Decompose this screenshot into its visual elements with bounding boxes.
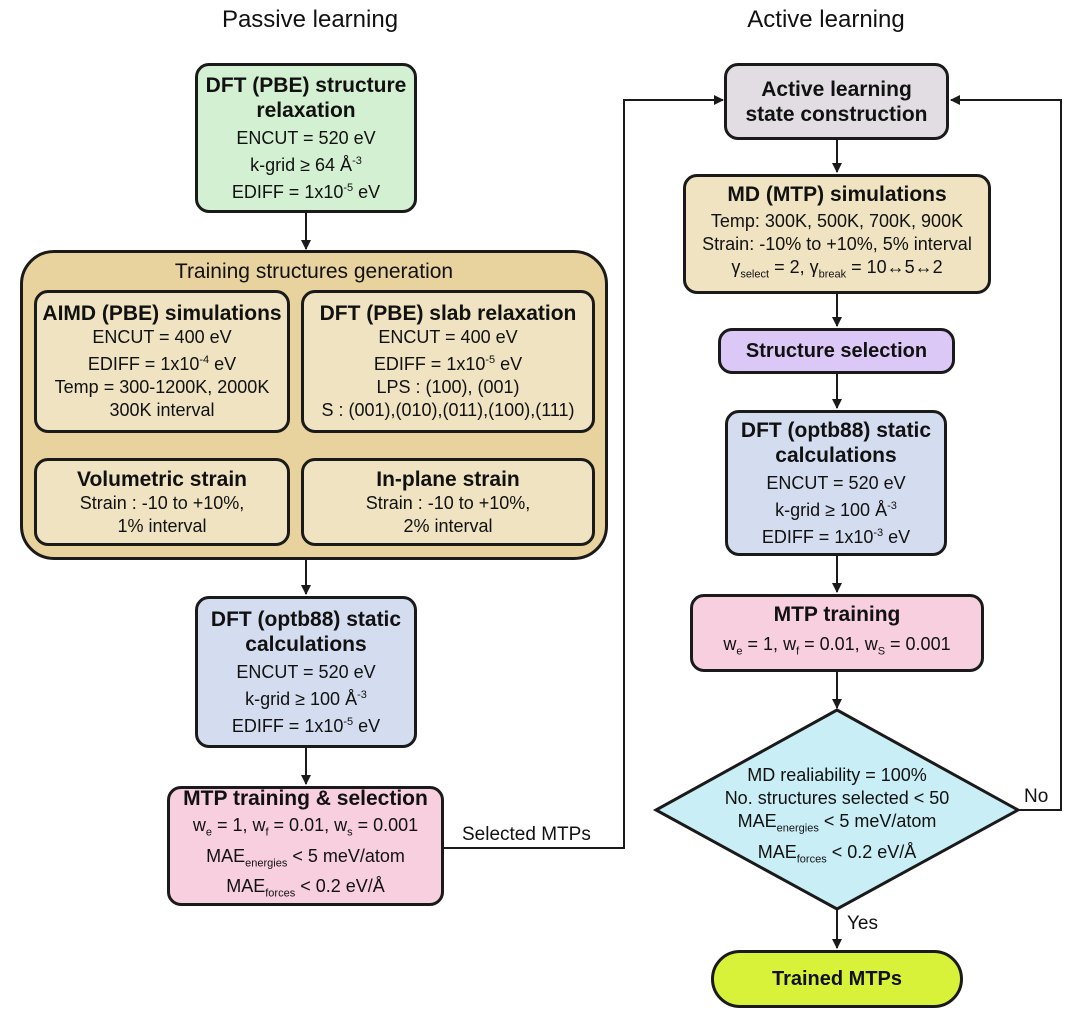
mtp-sel-weights: we = 1, wf = 0.01, ws = 0.001 xyxy=(192,815,419,839)
active-static-kgrid: k-grid ≥ 100 Å-3 xyxy=(775,499,897,520)
mtp-sel-mae-forces: MAEforces < 0.2 eV/Å xyxy=(226,876,385,900)
yes-label: Yes xyxy=(847,913,878,934)
aimd-ediff: EDIFF = 1x10-4 eV xyxy=(87,354,237,374)
mtp-sel-mae-energies: MAEenergies < 5 meV/atom xyxy=(206,845,405,870)
relax-ediff: EDIFF = 1x10-5 eV xyxy=(231,181,381,202)
aimd-temp: Temp = 300-1200K, 2000K xyxy=(54,377,270,397)
inplane-interval: 2% interval xyxy=(403,515,493,536)
aimd-simulations-box: AIMD (PBE) simulations ENCUT = 400 eV ED… xyxy=(34,290,290,433)
md-gamma: γselect = 2, γbreak = 10↔5↔2 xyxy=(731,256,943,281)
mtp-sel-title: MTP training & selection xyxy=(183,787,428,811)
relax-kgrid: k-grid ≥ 64 Å-3 xyxy=(250,154,362,175)
selected-mtps-label: Selected MTPs xyxy=(462,824,591,845)
static-kgrid: k-grid ≥ 100 Å-3 xyxy=(245,688,367,709)
relax-title-2: relaxation xyxy=(256,98,356,122)
md-temp: Temp: 300K, 500K, 700K, 900K xyxy=(710,210,964,231)
active-static-encut: ENCUT = 520 eV xyxy=(766,472,906,493)
arrow-selected-mtps xyxy=(444,95,724,849)
mtp-training-box: MTP training we = 1, wf = 0.01, wS = 0.0… xyxy=(690,594,984,672)
state-title-1: Active learning xyxy=(761,77,912,101)
aimd-title: AIMD (PBE) simulations xyxy=(42,302,282,325)
passive-learning-heading: Passive learning xyxy=(221,6,399,33)
volumetric-strain-box: Volumetric strain Strain : -10 to +10%, … xyxy=(34,458,290,546)
in-plane-strain-box: In-plane strain Strain : -10 to +10%, 2%… xyxy=(301,458,595,546)
active-static-title-2: calculations xyxy=(775,443,897,467)
vol-interval: 1% interval xyxy=(117,515,207,536)
active-static-ediff: EDIFF = 1x10-3 eV xyxy=(761,526,911,547)
dft-optb88-static-box-passive: DFT (optb88) static calculations ENCUT =… xyxy=(195,596,417,748)
selection-title: Structure selection xyxy=(745,339,928,362)
relax-title-1: DFT (PBE) structure xyxy=(205,73,407,97)
decision-mae-forces: MAEforces < 0.2 eV/Å xyxy=(757,841,917,866)
dft-optb88-static-box-active: DFT (optb88) static calculations ENCUT =… xyxy=(725,410,947,556)
vol-title: Volumetric strain xyxy=(77,467,247,491)
static-title-1: DFT (optb88) static xyxy=(210,607,402,631)
trained-mtps-title: Trained MTPs xyxy=(771,967,903,990)
static-ediff: EDIFF = 1x10-5 eV xyxy=(231,715,381,736)
group-title: Training structures generation xyxy=(174,260,454,283)
decision-criteria: MD realiability = 100% No. structures se… xyxy=(697,764,977,871)
state-title-2: state construction xyxy=(745,102,928,126)
slab-ediff: EDIFF = 1x10-5 eV xyxy=(373,354,523,374)
slab-title: DFT (PBE) slab relaxation xyxy=(319,302,577,325)
active-static-title-1: DFT (optb88) static xyxy=(740,418,932,442)
structure-selection-box: Structure selection xyxy=(718,328,955,374)
md-title: MD (MTP) simulations xyxy=(727,182,947,206)
relax-encut: ENCUT = 520 eV xyxy=(236,127,376,148)
trained-mtps-terminal: Trained MTPs xyxy=(711,950,963,1008)
aimd-interval: 300K interval xyxy=(109,400,215,420)
active-learning-heading: Active learning xyxy=(747,6,905,33)
inplane-title: In-plane strain xyxy=(376,467,520,491)
vol-strain: Strain : -10 to +10%, xyxy=(79,492,245,513)
slab-surfaces: S : (001),(010),(011),(100),(111) xyxy=(321,400,575,420)
md-mtp-simulations-box: MD (MTP) simulations Temp: 300K, 500K, 7… xyxy=(683,174,991,294)
decision-diamond xyxy=(652,708,1022,911)
decision-md-reliability: MD realiability = 100% xyxy=(747,765,927,785)
inplane-strain: Strain : -10 to +10%, xyxy=(365,492,531,513)
mtp-training-selection-box: MTP training & selection we = 1, wf = 0.… xyxy=(167,786,444,906)
no-label: No xyxy=(1024,786,1049,807)
slab-encut: ENCUT = 400 eV xyxy=(378,327,518,347)
dft-pbe-structure-relaxation-box: DFT (PBE) structure relaxation ENCUT = 5… xyxy=(195,63,417,213)
md-strain: Strain: -10% to +10%, 5% interval xyxy=(702,233,972,254)
decision-mae-energies: MAEenergies < 5 meV/atom xyxy=(737,811,937,835)
decision-structures-selected: No. structures selected < 50 xyxy=(724,788,950,808)
arrow-decision-no xyxy=(950,95,1062,811)
static-encut: ENCUT = 520 eV xyxy=(236,661,376,682)
mtp-training-title: MTP training xyxy=(773,603,901,627)
mtp-training-weights: we = 1, wf = 0.01, wS = 0.001 xyxy=(723,634,951,658)
aimd-encut: ENCUT = 400 eV xyxy=(92,327,232,347)
static-title-2: calculations xyxy=(245,632,367,656)
slab-relaxation-box: DFT (PBE) slab relaxation ENCUT = 400 eV… xyxy=(301,290,595,433)
slab-lps: LPS : (100), (001) xyxy=(376,377,520,397)
active-learning-state-construction-box: Active learning state construction xyxy=(724,63,949,140)
